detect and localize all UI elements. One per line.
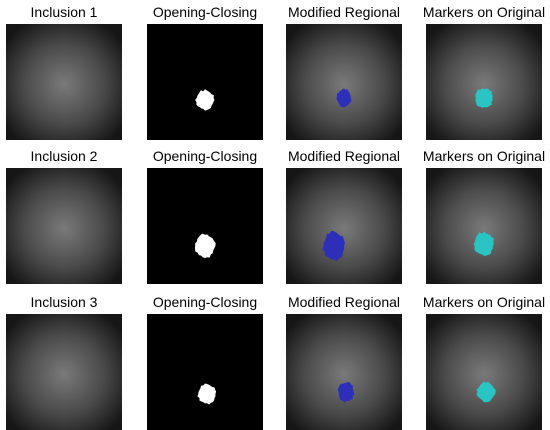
image-original [6, 314, 122, 430]
panel-title: Inclusion 3 [30, 294, 98, 310]
panel-cell-markers-on-original: Markers on Original [423, 4, 545, 140]
panel-title: Inclusion 1 [30, 4, 98, 20]
panel-cell-markers-on-original: Markers on Original [423, 148, 545, 284]
panel-title: Opening-Closing [152, 4, 258, 20]
panel-title: Modified Regional [287, 148, 401, 164]
panel-cell-original: Inclusion 2 [6, 148, 122, 284]
image-opening-closing [147, 168, 263, 284]
panel-title: Markers on Original [422, 148, 546, 164]
panel-cell-modified-regional: Modified Regional [286, 294, 402, 430]
panel-cell-opening-closing: Opening-Closing [147, 148, 263, 284]
image-modified-regional [286, 24, 402, 140]
panel-title: Modified Regional [287, 294, 401, 310]
inclusion-mask [195, 233, 216, 259]
panel-cell-modified-regional: Modified Regional [286, 4, 402, 140]
image-opening-closing [147, 24, 263, 140]
panel-cell-modified-regional: Modified Regional [286, 148, 402, 284]
regional-region [337, 382, 355, 403]
image-original [6, 168, 122, 284]
panel-title: Modified Regional [287, 4, 401, 20]
marker-region [473, 231, 494, 256]
image-opening-closing [147, 314, 263, 430]
panel-cell-opening-closing: Opening-Closing [147, 294, 263, 430]
image-markers-on-original [426, 24, 542, 140]
regional-region [322, 230, 345, 262]
panel-title: Opening-Closing [152, 294, 258, 310]
panel-title: Inclusion 2 [30, 148, 98, 164]
inclusion-mask [195, 89, 215, 111]
panel-cell-original: Inclusion 3 [6, 294, 122, 430]
panel-cell-markers-on-original: Markers on Original [423, 294, 545, 430]
panel-cell-opening-closing: Opening-Closing [147, 4, 263, 140]
panel-title: Markers on Original [422, 294, 546, 310]
panel-title: Markers on Original [422, 4, 546, 20]
marker-region [475, 88, 493, 108]
image-markers-on-original [426, 314, 542, 430]
inclusion-mask [197, 383, 217, 405]
image-original [6, 24, 122, 140]
panel-cell-original: Inclusion 1 [6, 4, 122, 140]
image-modified-regional [286, 314, 402, 430]
panel-title: Opening-Closing [152, 148, 258, 164]
regional-region [336, 88, 352, 108]
image-modified-regional [286, 168, 402, 284]
marker-region [476, 381, 496, 403]
image-markers-on-original [426, 168, 542, 284]
